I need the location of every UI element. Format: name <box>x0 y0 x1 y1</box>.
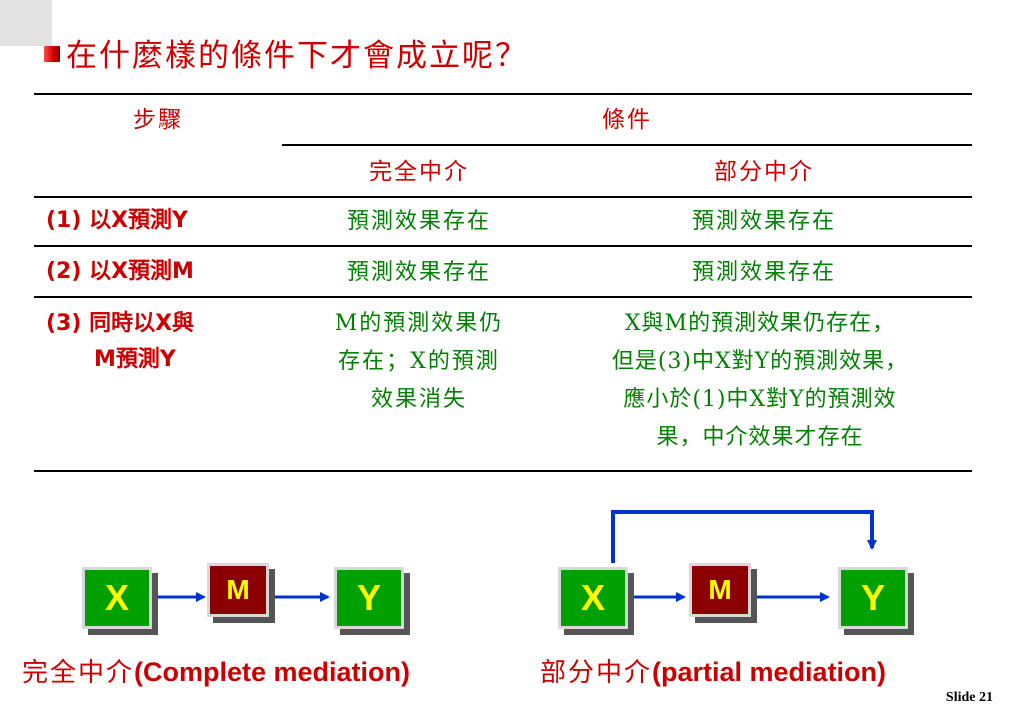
partial-m-box: M <box>689 563 751 617</box>
page-title: 在什麼樣的條件下才會成立呢？ <box>66 38 528 74</box>
title-bullet-icon <box>44 46 60 62</box>
row1-complete-condition: 預測效果存在 <box>346 209 491 234</box>
complete-mediation-caption: 完全中介(Complete mediation) <box>22 652 410 689</box>
complete-caption-en: (Complete mediation) <box>134 657 411 687</box>
slide-number: Slide 21 <box>945 690 993 705</box>
step-1-label: (1) 以X預測Y <box>46 208 188 233</box>
table-subheader-rule <box>282 144 972 146</box>
table-bottom-rule <box>34 470 972 472</box>
complete-y-box: Y <box>334 567 404 629</box>
step-3-label-line2: M預測Y <box>94 347 176 372</box>
table-header-rule <box>34 196 972 198</box>
row2-partial-condition: 預測效果存在 <box>691 260 836 285</box>
row3-partial-condition-line1: X與M的預測效果仍存在， <box>624 311 896 336</box>
corner-decoration <box>0 0 52 46</box>
complete-m-box: M <box>207 563 269 617</box>
partial-mediation-header: 部分中介 <box>714 159 814 185</box>
row3-partial-condition-line3: 應小於(1)中X對Y的預測效 <box>623 387 897 412</box>
complete-x-box: X <box>82 567 152 629</box>
step-column-header: 步驟 <box>133 107 183 133</box>
condition-column-header: 條件 <box>602 107 652 133</box>
row2-complete-condition: 預測效果存在 <box>346 260 491 285</box>
partial-caption-en: (partial mediation) <box>652 657 887 687</box>
partial-x-box: X <box>558 567 628 629</box>
partial-mediation-caption: 部分中介(partial mediation) <box>540 652 886 689</box>
complete-caption-zh: 完全中介 <box>22 658 135 688</box>
table-top-rule <box>34 93 972 95</box>
partial-direct-x-to-y-arrow <box>611 510 877 563</box>
partial-y-box: Y <box>838 567 908 629</box>
table-row-rule-2 <box>34 296 972 298</box>
row3-complete-condition-line2: 存在；X的預測 <box>338 349 500 374</box>
partial-caption-zh: 部分中介 <box>540 658 653 688</box>
complete-mediation-header: 完全中介 <box>369 159 469 185</box>
row3-partial-condition-line2: 但是(3)中X對Y的預測效果， <box>611 349 909 374</box>
step-3-label-line1: (3) 同時以X與 <box>46 311 195 336</box>
row3-partial-condition-line4: 果，中介效果才存在 <box>656 425 864 450</box>
step-2-label: (2) 以X預測M <box>46 259 194 284</box>
table-row-rule-1 <box>34 245 972 247</box>
row3-complete-condition-line1: M的預測效果仍 <box>334 311 504 336</box>
row1-partial-condition: 預測效果存在 <box>691 209 836 234</box>
row3-complete-condition-line3: 效果消失 <box>370 387 467 412</box>
